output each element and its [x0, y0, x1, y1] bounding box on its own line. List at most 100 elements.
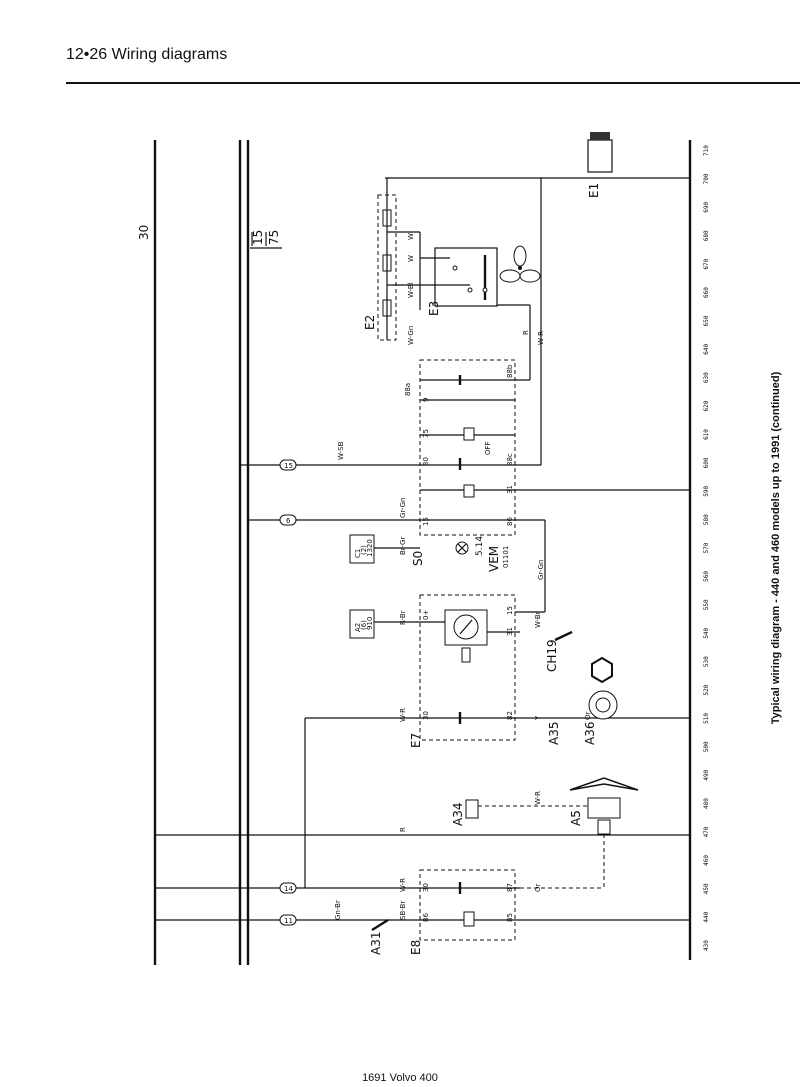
- fuse-14: [279, 882, 297, 894]
- svg-text:11: 11: [284, 917, 293, 925]
- grid-tick-label: 670: [703, 258, 710, 269]
- svg-text:0+: 0+: [422, 610, 430, 620]
- a31-switch: [371, 918, 389, 932]
- grid-tick-label: 690: [703, 202, 710, 213]
- svg-text:C1: C1: [354, 549, 362, 558]
- svg-text:W-R: W-R: [399, 878, 407, 892]
- fuse-15: [279, 459, 297, 471]
- grid-tick-label: 440: [703, 911, 710, 922]
- svg-text:SB-Br: SB-Br: [399, 901, 407, 920]
- svg-text:Or: Or: [534, 883, 542, 892]
- grid-tick-label: 650: [703, 315, 710, 326]
- svg-text:(6): (6): [360, 620, 368, 630]
- svg-text:W-Br: W-Br: [534, 611, 542, 628]
- grid-tick-label: 520: [703, 684, 710, 695]
- fan-icon: [499, 245, 541, 283]
- svg-text:01101: 01101: [502, 546, 510, 568]
- grid-tick-label: 610: [703, 429, 710, 440]
- svg-text:86: 86: [422, 913, 430, 922]
- e3-fan-switch: [434, 247, 498, 307]
- svg-text:86: 86: [506, 517, 514, 526]
- a34-switch: [465, 799, 479, 819]
- e1-cap: [590, 132, 610, 140]
- header-divider: [66, 82, 800, 84]
- svg-text:31: 31: [506, 627, 514, 636]
- grid-tick-label: 560: [703, 571, 710, 582]
- grid-tick-label: 570: [703, 542, 710, 553]
- svg-text:30: 30: [422, 711, 430, 720]
- svg-text:15: 15: [422, 517, 430, 526]
- vem-relay-block: [419, 359, 516, 536]
- svg-text:14: 14: [284, 885, 293, 893]
- svg-text:Gn-Br: Gn-Br: [334, 900, 342, 920]
- grid-tick-label: 460: [703, 855, 710, 866]
- svg-text:82: 82: [506, 711, 514, 720]
- svg-text:Br-Gr: Br-Gr: [399, 537, 407, 555]
- svg-text:9: 9: [422, 398, 430, 402]
- svg-text:910: 910: [366, 617, 374, 630]
- svg-text:Gr-Gn: Gr-Gn: [537, 560, 545, 581]
- e1-component: [587, 139, 613, 173]
- svg-text:A36: A36: [583, 722, 597, 745]
- grid-tick-label: 510: [703, 713, 710, 724]
- page-footer: 1691 Volvo 400: [362, 1072, 438, 1084]
- a5-fan-icon: [569, 777, 639, 791]
- svg-text:Or: Or: [584, 711, 592, 720]
- svg-text:R: R: [399, 827, 407, 832]
- svg-text:(2): (2): [360, 545, 368, 555]
- grid-tick-label: 470: [703, 826, 710, 837]
- ch19-switch: [554, 630, 573, 642]
- grid-tick-label: 540: [703, 627, 710, 638]
- svg-text:W-R: W-R: [537, 331, 545, 345]
- svg-text:CH19: CH19: [545, 639, 559, 672]
- coolant-symbol-icon: [591, 656, 613, 684]
- grid-tick-label: 480: [703, 798, 710, 809]
- svg-text:31: 31: [506, 485, 514, 494]
- e1-label: E1: [587, 183, 601, 198]
- e8-relay-block: [419, 869, 516, 941]
- grid-tick-label: 680: [703, 230, 710, 241]
- svg-text:W-Bl: W-Bl: [407, 282, 415, 298]
- svg-text:15: 15: [506, 606, 514, 615]
- svg-text:75: 75: [422, 429, 430, 438]
- svg-text:A35: A35: [547, 722, 561, 745]
- grid-tick-label: 530: [703, 656, 710, 667]
- svg-text:A34: A34: [451, 803, 465, 826]
- grid-tick-label: 590: [703, 485, 710, 496]
- c1-box: [349, 534, 375, 564]
- grid-tick-label: 620: [703, 400, 710, 411]
- e2-label: E2: [363, 315, 377, 330]
- svg-text:W: W: [407, 233, 415, 240]
- grid-tick-label: 660: [703, 287, 710, 298]
- svg-text:A2: A2: [354, 623, 362, 632]
- svg-text:R: R: [522, 330, 530, 335]
- grid-tick-label: 550: [703, 599, 710, 610]
- svg-text:88b: 88b: [506, 364, 514, 378]
- svg-text:87: 87: [506, 883, 514, 892]
- svg-text:E7: E7: [409, 733, 423, 748]
- svg-text:30: 30: [422, 457, 430, 466]
- grid-tick-label: 630: [703, 372, 710, 383]
- svg-text:1320: 1320: [366, 539, 374, 557]
- svg-text:6: 6: [286, 517, 291, 525]
- svg-text:W-R: W-R: [534, 791, 542, 805]
- diagram-caption: Typical wiring diagram - 440 and 460 mod…: [770, 371, 782, 725]
- svg-text:30: 30: [422, 883, 430, 892]
- grid-tick-label: 500: [703, 741, 710, 752]
- gauge-block: [419, 594, 516, 741]
- grid-tick-label: 710: [703, 145, 710, 156]
- page-title: 12•26 Wiring diagrams: [66, 46, 228, 63]
- svg-text:W-SB: W-SB: [337, 441, 345, 460]
- bus-75-label: 75: [267, 230, 281, 245]
- grid-tick-label: 700: [703, 173, 710, 184]
- bus-15-label: 15: [251, 230, 265, 245]
- fuse-11: [279, 914, 297, 926]
- svg-text:R-Br: R-Br: [399, 610, 407, 625]
- grid-tick-label: 490: [703, 769, 710, 780]
- svg-text:A5: A5: [569, 810, 583, 826]
- svg-text:88a: 88a: [404, 383, 412, 396]
- grid-tick-label: 580: [703, 514, 710, 525]
- svg-text:A31: A31: [369, 932, 383, 955]
- grid-tick-label: 430: [703, 940, 710, 951]
